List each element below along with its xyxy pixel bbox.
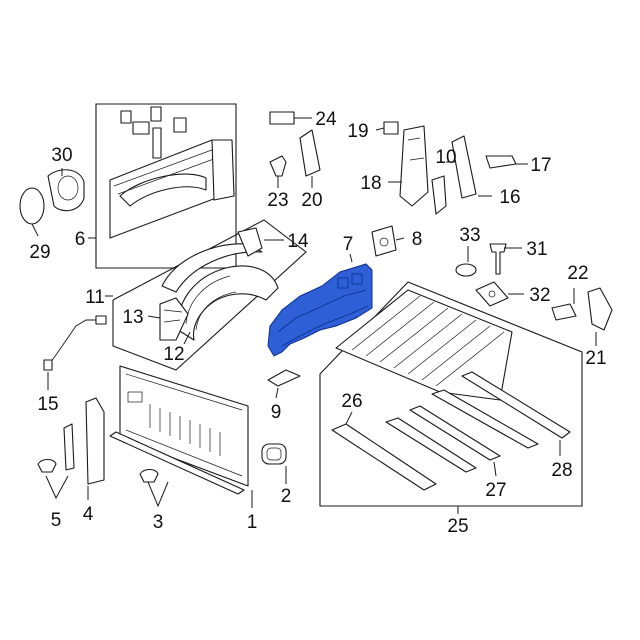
- callout-7: 7: [343, 234, 354, 255]
- callout-15: 15: [37, 394, 58, 415]
- callout-25: 25: [447, 516, 468, 537]
- callout-23: 23: [267, 190, 288, 211]
- tailgate-part-1: [119, 365, 249, 487]
- leader-lines: [31, 117, 597, 514]
- bracket-part-32: [475, 281, 509, 307]
- callout-13: 13: [122, 307, 143, 328]
- pillar-bracket-part-18-19: [383, 121, 447, 215]
- callout-31: 31: [526, 239, 547, 260]
- callout-27: 27: [485, 480, 506, 501]
- callout-16: 16: [499, 187, 520, 208]
- callout-22: 22: [567, 263, 588, 284]
- grommet-part-2: [261, 443, 287, 465]
- fuel-door-part-29-30: [19, 169, 85, 225]
- callout-4: 4: [83, 504, 94, 525]
- plate-part-8: [371, 225, 397, 257]
- group-frame-25: [319, 281, 583, 507]
- tailgate-trim-part-3: [109, 431, 245, 495]
- callout-30: 30: [51, 145, 72, 166]
- callout-11: 11: [85, 287, 105, 308]
- callout-28: 28: [551, 460, 572, 481]
- callout-14: 14: [287, 231, 309, 252]
- callout-3: 3: [153, 512, 164, 533]
- callout-12: 12: [163, 344, 184, 365]
- cable-part-15: [43, 315, 107, 371]
- bolt-washer-part-31-33: [455, 243, 507, 277]
- callout-9: 9: [271, 402, 282, 423]
- bracket-part-9: [267, 369, 301, 387]
- callout-2: 2: [281, 486, 292, 507]
- callout-1: 1: [247, 512, 258, 533]
- bed-side-panel-part-6: [95, 103, 237, 269]
- wheelhouse-group-part-11: [112, 219, 307, 371]
- support-bracket-part-4: [37, 397, 105, 485]
- callout-33: 33: [459, 225, 480, 246]
- callout-24: 24: [315, 109, 337, 130]
- bed-floor-group-part-25: [319, 281, 583, 507]
- callout-labels: 1 2 3 4 5 6 7 8 9 10 11 12 13 14 15 16 1…: [29, 109, 606, 537]
- callout-19: 19: [347, 121, 368, 142]
- callout-18: 18: [360, 173, 381, 194]
- callout-29: 29: [29, 242, 50, 263]
- latch-part-21-22: [551, 287, 613, 331]
- callout-8: 8: [412, 229, 423, 250]
- callout-21: 21: [585, 348, 606, 369]
- inner-panel-part-7-highlighted: [267, 263, 373, 357]
- callout-6: 6: [75, 229, 86, 250]
- callout-20: 20: [301, 190, 322, 211]
- corner-post-part-10-16-17: [451, 135, 517, 199]
- fasteners-part-20-23-24: [269, 111, 321, 177]
- callout-32: 32: [529, 285, 550, 306]
- callout-17: 17: [530, 155, 551, 176]
- callout-26: 26: [341, 391, 362, 412]
- callout-10: 10: [435, 147, 456, 168]
- callout-5: 5: [51, 510, 62, 531]
